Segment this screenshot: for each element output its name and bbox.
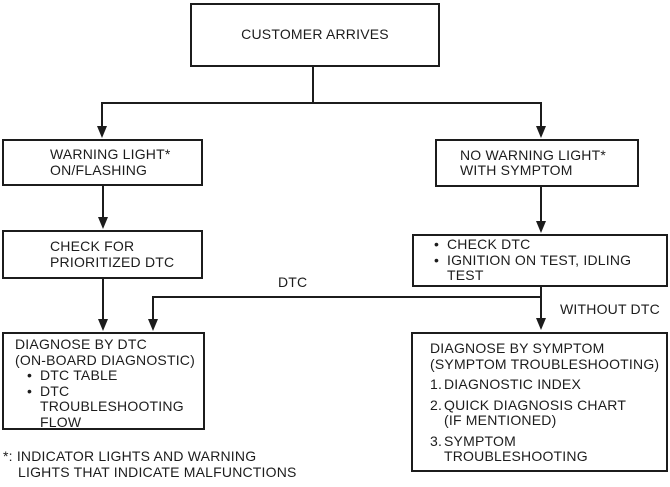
node-check-dtc: • CHECK DTC • IGNITION ON TEST, IDLING T… (412, 234, 668, 287)
bullet-label: CHECK DTC (447, 236, 531, 253)
node-warning-light: WARNING LIGHT* ON/FLASHING (2, 139, 203, 186)
bullet-icon: • (434, 236, 440, 253)
item-number: 2. (430, 396, 443, 413)
edge-label-dtc: DTC (278, 274, 308, 290)
node-diagnose-by-dtc: DIAGNOSE BY DTC (ON-BOARD DIAGNOSTIC) • … (2, 332, 205, 430)
node-label-line: ON/FLASHING (50, 161, 148, 178)
node-check-prioritized-dtc: CHECK FOR PRIORITIZED DTC (2, 230, 203, 279)
node-label-line: WITH SYMPTOM (460, 162, 573, 178)
arrowhead (97, 126, 107, 138)
node-label-line: CHECK FOR (50, 238, 135, 254)
item-label: SYMPTOM TROUBLESHOOTING (444, 432, 588, 464)
node-title-line: (ON-BOARD DIAGNOSTIC) (15, 351, 195, 368)
node-customer-arrives: CUSTOMER ARRIVES (190, 3, 440, 67)
bullet-item: • IGNITION ON TEST, IDLING TEST (434, 251, 666, 284)
footnote-line: LIGHTS THAT INDICATE MALFUNCTIONS (18, 463, 297, 480)
bullet-icon: • (434, 251, 440, 268)
node-no-warning-light: NO WARNING LIGHT* WITH SYMPTOM (435, 139, 639, 187)
arrowhead (98, 319, 108, 331)
bullet-icon: • (27, 382, 33, 399)
connector-lines (97, 67, 546, 331)
bullet-item: • CHECK DTC (434, 237, 666, 253)
item-label: DIAGNOSTIC INDEX (444, 376, 581, 392)
item-label: QUICK DIAGNOSIS CHART (IF MENTIONED) (444, 396, 627, 428)
bullet-label: DTC TROUBLESHOOTING FLOW (40, 382, 184, 430)
numbered-item: 1. DIAGNOSTIC INDEX (430, 376, 662, 393)
numbered-item: 2. QUICK DIAGNOSIS CHART (IF MENTIONED) (430, 396, 662, 429)
numbered-item: 3. SYMPTOM TROUBLESHOOTING (430, 432, 662, 465)
bullet-item: • DTC TROUBLESHOOTING FLOW (27, 382, 199, 431)
node-diagnose-by-symptom: DIAGNOSE BY SYMPTOM (SYMPTOM TROUBLESHOO… (411, 332, 668, 472)
bullet-item: • DTC TABLE (27, 367, 199, 384)
bullet-icon: • (27, 367, 33, 383)
node-title-line: (SYMPTOM TROUBLESHOOTING) (430, 355, 660, 372)
node-label-line: WARNING LIGHT* (50, 146, 171, 162)
arrowhead (536, 126, 546, 138)
item-number: 3. (430, 432, 443, 449)
footnote: *: INDICATOR LIGHTS AND WARNING LIGHTS T… (3, 448, 297, 480)
bullet-list: • DTC TABLE • DTC TROUBLESHOOTING FLOW (27, 367, 199, 431)
footnote-line: *: INDICATOR LIGHTS AND WARNING (3, 448, 257, 464)
arrowhead (148, 319, 158, 331)
bullet-label: IGNITION ON TEST, IDLING TEST (447, 251, 632, 284)
node-title-line: DIAGNOSE BY DTC (15, 336, 147, 352)
arrowhead (98, 217, 108, 229)
node-label-line: PRIORITIZED DTC (50, 253, 175, 270)
node-label: CUSTOMER ARRIVES (241, 26, 389, 43)
arrowhead (536, 221, 546, 233)
arrowhead (536, 318, 546, 330)
item-number: 1. (430, 376, 443, 392)
node-label-line: NO WARNING LIGHT* (460, 146, 606, 163)
edge-label-without-dtc: WITHOUT DTC (560, 301, 660, 317)
bullet-label: DTC TABLE (40, 367, 118, 383)
node-title-line: DIAGNOSE BY SYMPTOM (430, 340, 605, 356)
